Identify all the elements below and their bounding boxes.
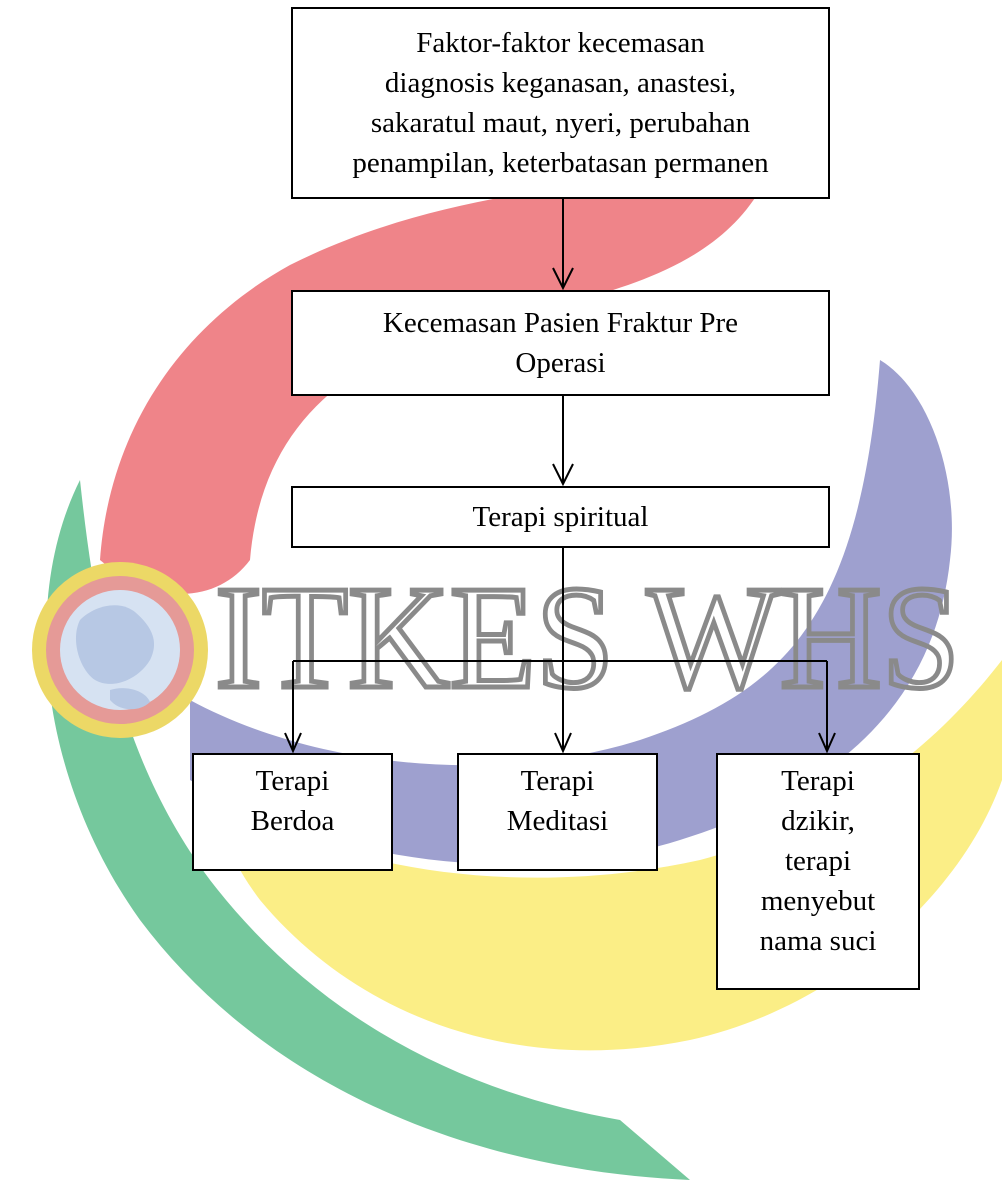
dzikir-line-5: nama suci — [759, 925, 877, 957]
anxiety-box: Kecemasan Pasien Fraktur Pre Operasi — [291, 290, 830, 396]
arrowhead-meditasi — [554, 732, 572, 754]
meditasi-line-2: Meditasi — [506, 805, 609, 837]
factors-line-1: Faktor-faktor kecemasan — [416, 27, 705, 59]
arrowhead-spiritual — [552, 463, 574, 487]
red-swoosh-shape — [100, 175, 760, 594]
factors-line-3: sakaratul maut, nyeri, perubahan — [370, 107, 751, 139]
factors-box: Faktor-faktor kecemasan diagnosis kegana… — [291, 7, 830, 199]
berdoa-line-2: Berdoa — [250, 805, 335, 837]
arrowhead-anxiety — [552, 267, 574, 291]
anxiety-line-2: Operasi — [515, 347, 606, 379]
dzikir-line-1: Terapi — [781, 765, 855, 797]
meditasi-box: Terapi Meditasi — [457, 753, 658, 871]
arrowhead-dzikir — [818, 732, 836, 754]
dzikir-line-3: terapi — [784, 845, 851, 877]
dzikir-line-2: dzikir, — [781, 805, 855, 837]
factors-line-2: diagnosis keganasan, anastesi, — [384, 67, 737, 99]
spiritual-box: Terapi spiritual — [291, 486, 830, 548]
factors-line-4: penampilan, keterbatasan permanen — [352, 147, 769, 179]
meditasi-line-1: Terapi — [520, 765, 595, 797]
dzikir-box: Terapi dzikir, terapi menyebut nama suci — [716, 753, 920, 990]
spiritual-line-1: Terapi spiritual — [472, 501, 649, 533]
watermark-text: ITKES WHS — [215, 556, 960, 720]
blue-swoosh-shape — [190, 360, 952, 865]
dzikir-line-4: menyebut — [760, 885, 876, 917]
berdoa-line-1: Terapi — [255, 765, 330, 797]
green-swoosh-shape — [46, 480, 690, 1180]
itkes-seal — [32, 562, 208, 738]
arrowhead-berdoa — [284, 732, 302, 754]
berdoa-box: Terapi Berdoa — [192, 753, 393, 871]
anxiety-line-1: Kecemasan Pasien Fraktur Pre — [382, 307, 739, 339]
